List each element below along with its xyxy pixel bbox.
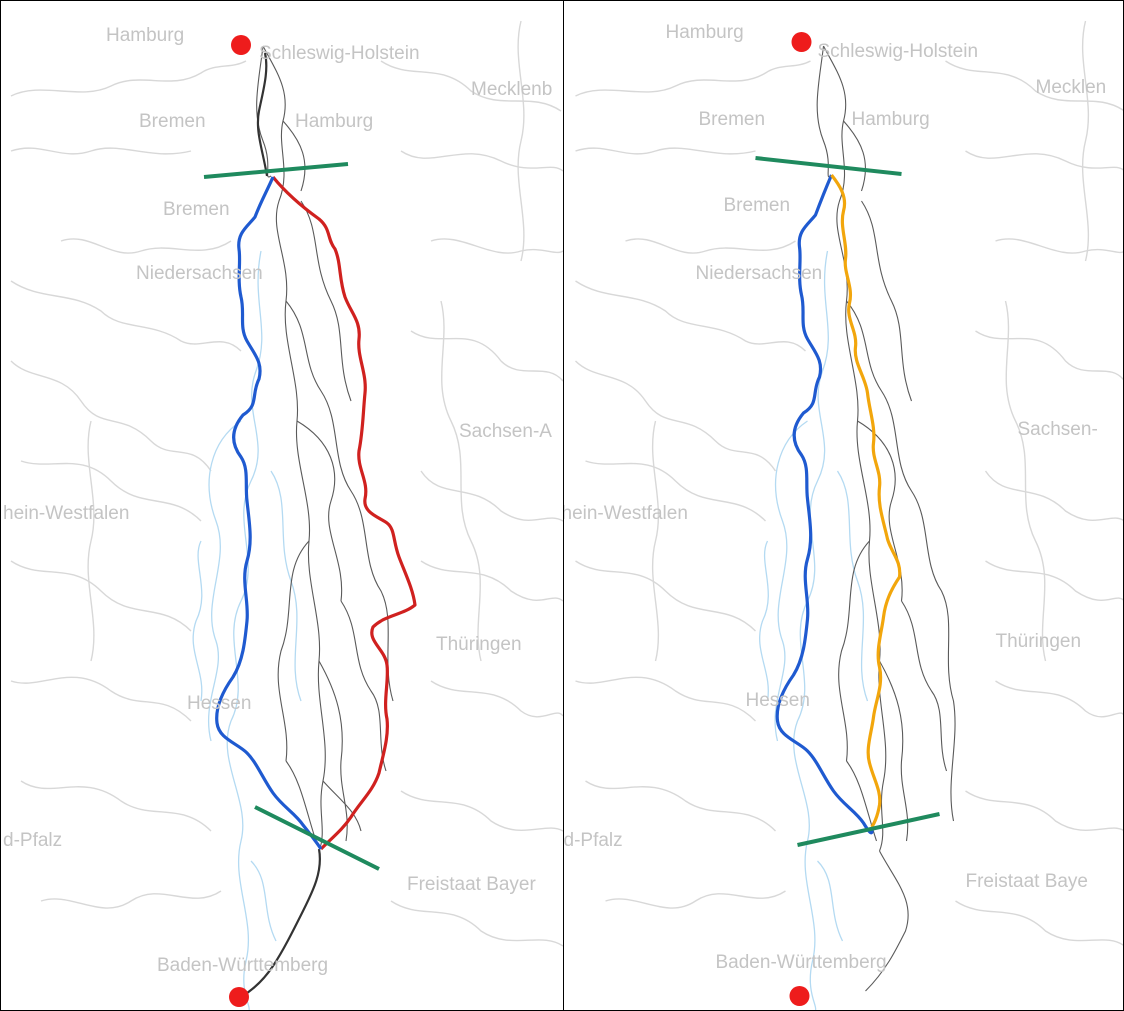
label-bremen-1: Bremen	[139, 111, 206, 132]
label-bremen-2: Bremen	[163, 199, 230, 220]
label-niedersachsen: Niedersachsen	[136, 263, 263, 284]
primary-route-blue[interactable]	[215, 176, 323, 850]
label-bremen-2: Bremen	[724, 195, 791, 216]
cut-line-north	[755, 156, 902, 176]
label-hessen: Hessen	[746, 690, 810, 711]
label-hamburg-top: Hamburg	[106, 25, 184, 46]
start-point-marker[interactable]	[231, 35, 251, 55]
label-rheinland-pfalz: d-Pfalz	[3, 830, 62, 851]
route-map-left: Hamburg Schleswig-Holstein Mecklenb Brem…	[3, 20, 563, 1010]
label-hessen: Hessen	[187, 693, 251, 714]
state-borders	[575, 20, 1123, 946]
map-panel-right[interactable]: Hamburg Schleswig-Holstein Mecklen Breme…	[563, 1, 1123, 1010]
road-network	[816, 45, 956, 992]
label-hamburg-top: Hamburg	[666, 22, 744, 43]
start-point-marker[interactable]	[791, 32, 812, 52]
label-nordrhein-westfalen: hein-Westfalen	[564, 503, 688, 524]
label-bayern: Freistaat Baye	[966, 871, 1089, 892]
label-mecklenburg: Mecklenb	[471, 79, 552, 100]
cut-lines	[755, 156, 940, 847]
cut-line-south	[254, 805, 380, 871]
cut-lines	[203, 162, 380, 871]
label-schleswig-holstein: Schleswig-Holstein	[259, 43, 420, 64]
cut-line-north	[203, 162, 349, 179]
label-niedersachsen: Niedersachsen	[696, 263, 823, 284]
state-borders	[10, 20, 563, 947]
alternative-route-red[interactable]	[271, 175, 417, 851]
trunk-route	[240, 52, 321, 998]
label-baden-wuerttemberg: Baden-Württemberg	[157, 955, 328, 976]
end-point-marker[interactable]	[789, 986, 810, 1006]
label-baden-wuerttemberg: Baden-Württemberg	[716, 952, 887, 973]
label-schleswig-holstein: Schleswig-Holstein	[818, 41, 979, 62]
label-sachsen-anhalt: Sachsen-A	[459, 421, 552, 442]
label-hamburg-2: Hamburg	[852, 109, 930, 130]
label-nordrhein-westfalen: hein-Westfalen	[3, 503, 129, 524]
label-bayern: Freistaat Bayer	[407, 874, 536, 895]
label-mecklenburg: Mecklen	[1036, 77, 1107, 98]
cut-line-south	[797, 812, 940, 847]
alternative-route-orange[interactable]	[830, 174, 902, 829]
label-rheinland-pfalz: d-Pfalz	[564, 830, 623, 851]
route-map-right: Hamburg Schleswig-Holstein Mecklen Breme…	[564, 20, 1123, 1010]
primary-route-blue[interactable]	[775, 174, 874, 835]
label-hamburg-2: Hamburg	[295, 111, 373, 132]
label-bremen-1: Bremen	[699, 109, 766, 130]
label-thueringen: Thüringen	[996, 631, 1082, 652]
end-point-marker[interactable]	[229, 987, 249, 1007]
map-panel-left[interactable]: Hamburg Schleswig-Holstein Mecklenb Brem…	[1, 1, 563, 1010]
label-sachsen-anhalt: Sachsen-	[1018, 419, 1098, 440]
label-thueringen: Thüringen	[436, 634, 522, 655]
